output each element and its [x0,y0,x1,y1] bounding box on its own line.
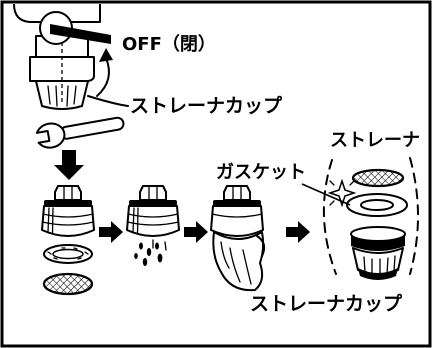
sparkle-icon [327,178,357,208]
right-arrow-3 [286,221,310,243]
leader-gasket [301,183,351,206]
label-strainer: ストレーナ [330,130,420,151]
nozzle-removed [41,185,95,237]
strainer-cup-ribs [47,85,77,107]
faucet-illustration [13,3,113,110]
right-arrow-1 [99,221,123,243]
rotate-arrow [96,57,110,97]
hand-with-cloth [212,231,266,292]
dashed-arc-right [409,157,419,275]
strainer-cup [350,226,406,280]
water-drops [134,239,167,266]
rotate-arrow-head [99,48,113,62]
gasket-ring [346,193,408,217]
strainer-mesh [351,168,405,188]
nozzle-wiping [210,185,264,237]
wrench-icon [32,116,125,149]
sparkle-rays [329,180,355,206]
right-arrow-2 [184,221,208,243]
label-gasket: ガスケット [216,162,306,183]
label-strainer-cup-top: ストレーナカップ [130,94,283,117]
strainer-mesh-small [42,272,94,296]
nozzle-rinsing [126,185,180,237]
down-arrow [54,150,84,180]
faucet-lever [50,24,111,44]
label-strainer-cup-bottom: ストレーナカップ [250,292,403,315]
label-off: OFF（閉） [122,34,216,55]
gasket-ring-small [43,244,93,264]
leader-strainer-cup-top [87,95,129,107]
dashed-arc-left [322,159,337,275]
